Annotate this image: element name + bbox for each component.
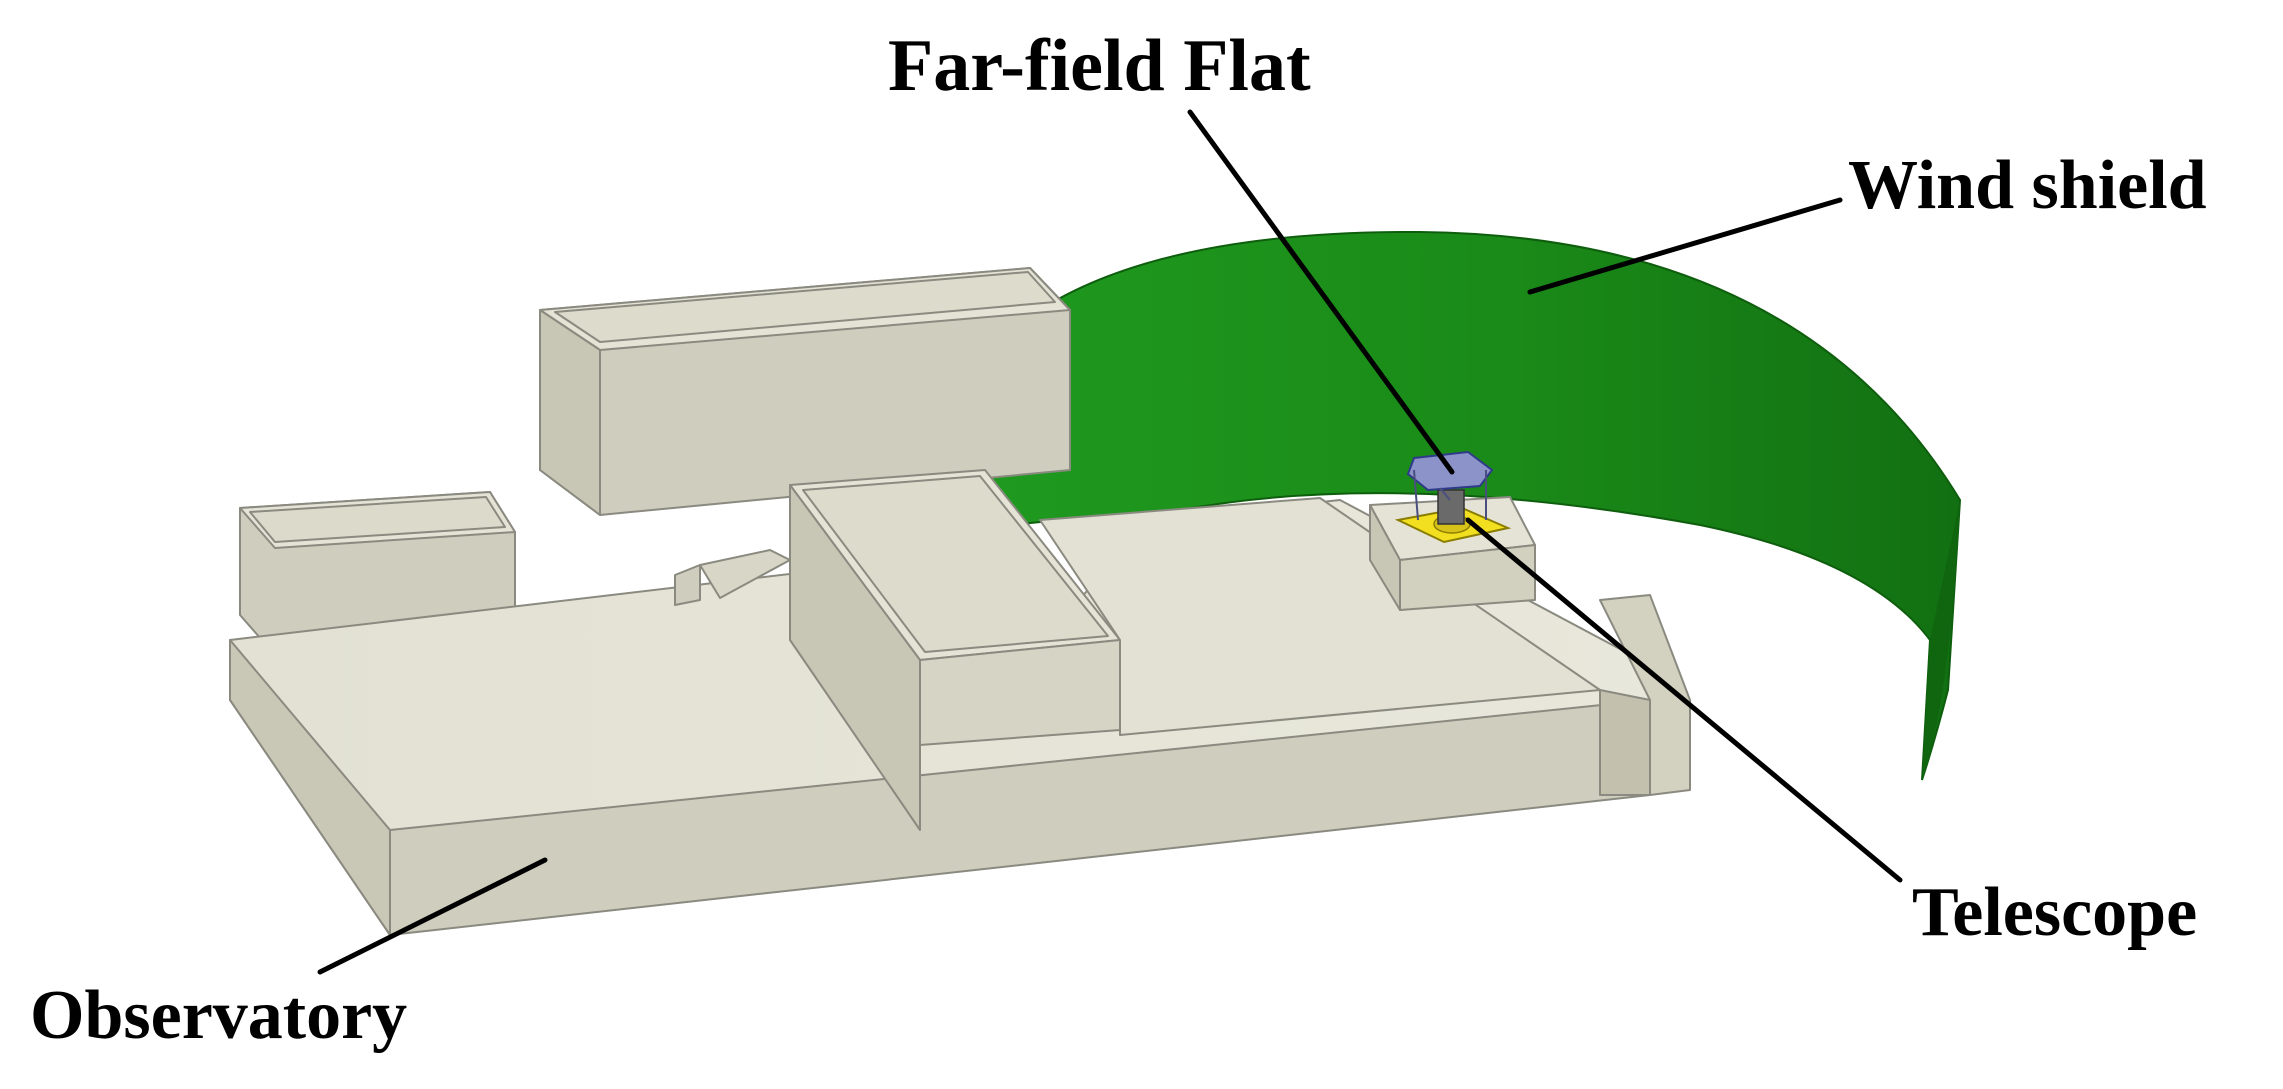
observatory-building-shape bbox=[229, 267, 1691, 936]
leader-observatory bbox=[317, 857, 548, 975]
leader-lines bbox=[317, 109, 1903, 975]
label-wind-shield: Wind shield bbox=[1848, 147, 2207, 224]
leader-telescope bbox=[1465, 517, 1903, 883]
label-telescope: Telescope bbox=[1912, 874, 2197, 951]
label-far-field-flat: Far-field Flat bbox=[888, 25, 1311, 107]
label-observatory: Observatory bbox=[30, 977, 407, 1054]
leader-wind-shield bbox=[1527, 197, 1843, 295]
wind-shield-shape bbox=[964, 230, 1962, 781]
leader-far-field-flat bbox=[1187, 109, 1455, 475]
